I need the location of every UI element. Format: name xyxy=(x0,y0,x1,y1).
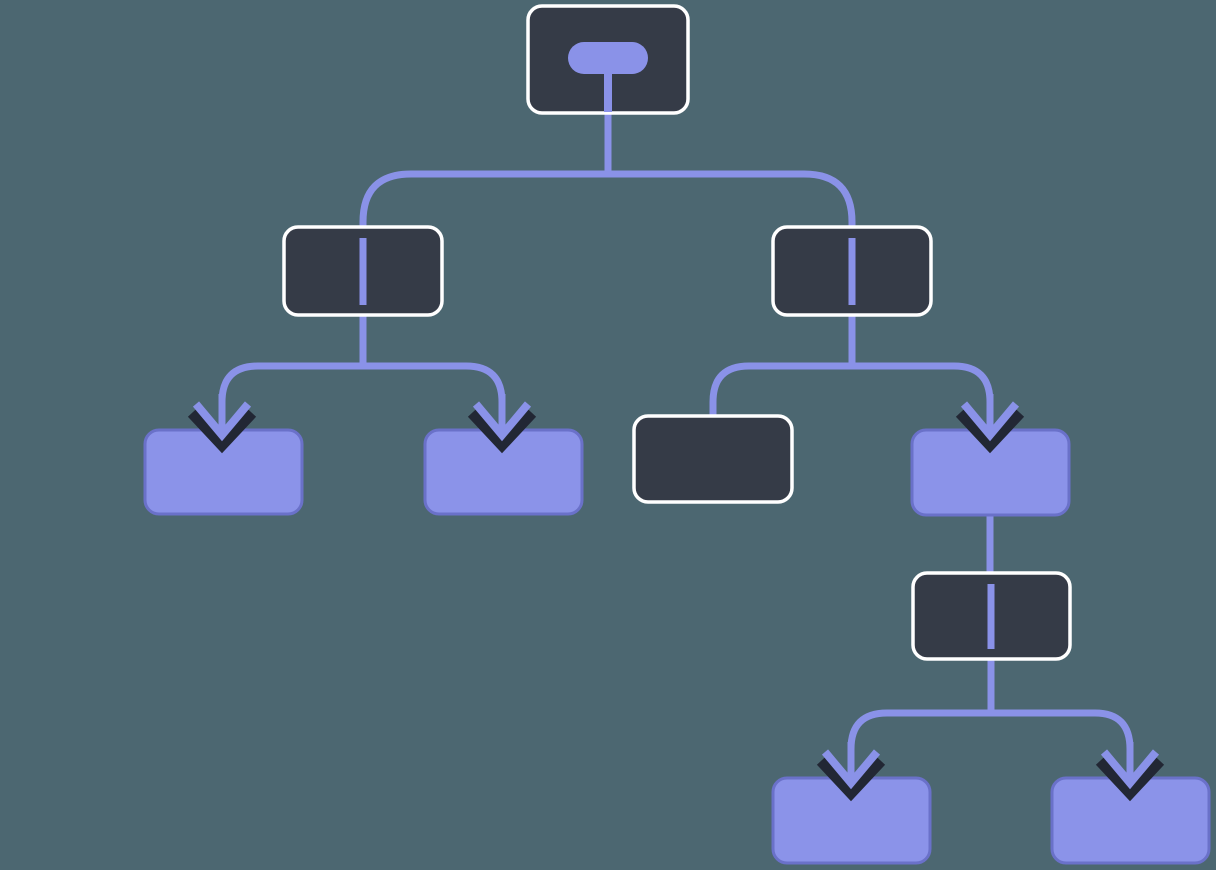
chevron-arrow-icon xyxy=(472,401,532,442)
connector-branch-right-to-plain xyxy=(709,312,856,418)
node-mid-plain[interactable] xyxy=(632,414,794,504)
connector-branch-left-to-leaf-1 xyxy=(218,312,367,412)
chevron-arrow-icon xyxy=(821,749,881,790)
arrow-leaf-5-arrowhead-icon xyxy=(1095,742,1165,802)
arrow-leaf-1-arrowhead-icon xyxy=(187,394,257,454)
chevron-outline-icon xyxy=(816,755,886,802)
arrow-leaf-2-arrowhead-icon xyxy=(467,394,537,454)
connector-branch-lower-to-leaf-4 xyxy=(847,656,995,760)
connector-branch-lower-to-leaf-5 xyxy=(987,656,1134,760)
chevron-outline-icon xyxy=(1095,755,1165,802)
connector-root-to-branch-left xyxy=(359,108,612,230)
connector-root-to-branch-right xyxy=(604,108,856,230)
arrow-leaf-4-arrowhead-icon xyxy=(816,742,886,802)
chevron-outline-icon xyxy=(467,407,537,454)
connector-branch-left-to-leaf-2 xyxy=(359,312,506,412)
connector-branch-right-to-leaf-3 xyxy=(848,312,994,412)
chevron-arrow-icon xyxy=(192,401,252,442)
chevron-arrow-icon xyxy=(1100,749,1160,790)
chevron-arrow-icon xyxy=(960,401,1020,442)
chevron-outline-icon xyxy=(187,407,257,454)
root-pill xyxy=(568,42,648,74)
arrow-leaf-3-arrowhead-icon xyxy=(955,394,1025,454)
chevron-outline-icon xyxy=(955,407,1025,454)
